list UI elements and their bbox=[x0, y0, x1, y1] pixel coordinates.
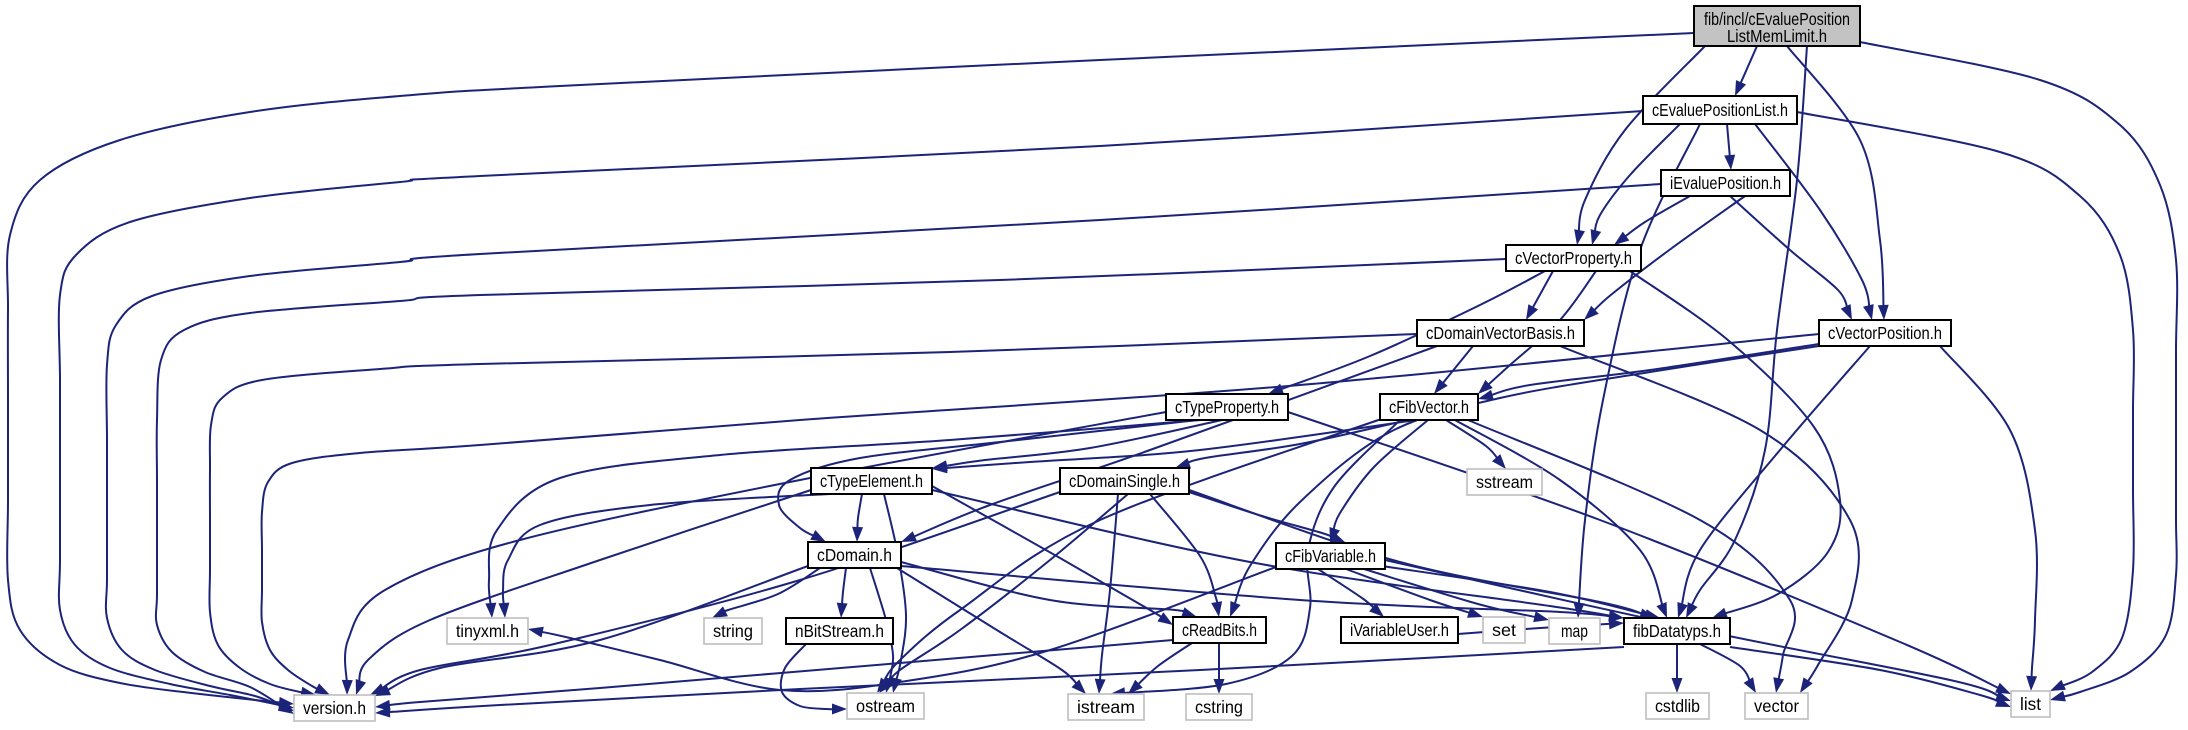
svg-text:set: set bbox=[1492, 620, 1516, 640]
svg-text:istream: istream bbox=[1077, 697, 1135, 717]
svg-text:list: list bbox=[2020, 694, 2041, 714]
svg-text:cstdlib: cstdlib bbox=[1655, 696, 1700, 716]
svg-text:cFibVector.h: cFibVector.h bbox=[1389, 397, 1469, 417]
svg-text:iVariableUser.h: iVariableUser.h bbox=[1350, 620, 1449, 640]
svg-text:iEvaluePosition.h: iEvaluePosition.h bbox=[1670, 173, 1781, 193]
svg-text:cVectorProperty.h: cVectorProperty.h bbox=[1515, 248, 1632, 268]
svg-text:sstream: sstream bbox=[1476, 472, 1533, 492]
svg-text:cVectorPosition.h: cVectorPosition.h bbox=[1828, 323, 1942, 343]
svg-text:string: string bbox=[713, 621, 753, 641]
svg-text:cDomainSingle.h: cDomainSingle.h bbox=[1069, 471, 1180, 491]
svg-text:map: map bbox=[1561, 621, 1588, 641]
svg-text:nBitStream.h: nBitStream.h bbox=[795, 621, 884, 641]
svg-text:cDomain.h: cDomain.h bbox=[817, 545, 892, 565]
svg-text:cEvaluePositionList.h: cEvaluePositionList.h bbox=[1652, 100, 1788, 120]
svg-text:cDomainVectorBasis.h: cDomainVectorBasis.h bbox=[1426, 323, 1575, 343]
svg-text:fib/incl/cEvaluePosition: fib/incl/cEvaluePosition bbox=[1704, 9, 1850, 29]
svg-text:ostream: ostream bbox=[856, 696, 915, 716]
svg-text:cTypeElement.h: cTypeElement.h bbox=[820, 471, 923, 491]
svg-text:ListMemLimit.h: ListMemLimit.h bbox=[1727, 26, 1827, 46]
svg-text:version.h: version.h bbox=[303, 698, 366, 718]
svg-text:cstring: cstring bbox=[1195, 697, 1243, 717]
svg-text:cReadBits.h: cReadBits.h bbox=[1182, 620, 1257, 640]
svg-text:cTypeProperty.h: cTypeProperty.h bbox=[1175, 397, 1279, 417]
svg-text:cFibVariable.h: cFibVariable.h bbox=[1285, 546, 1376, 566]
svg-text:vector: vector bbox=[1754, 696, 1799, 716]
svg-text:tinyxml.h: tinyxml.h bbox=[456, 621, 519, 641]
svg-text:fibDatatyps.h: fibDatatyps.h bbox=[1633, 621, 1721, 641]
